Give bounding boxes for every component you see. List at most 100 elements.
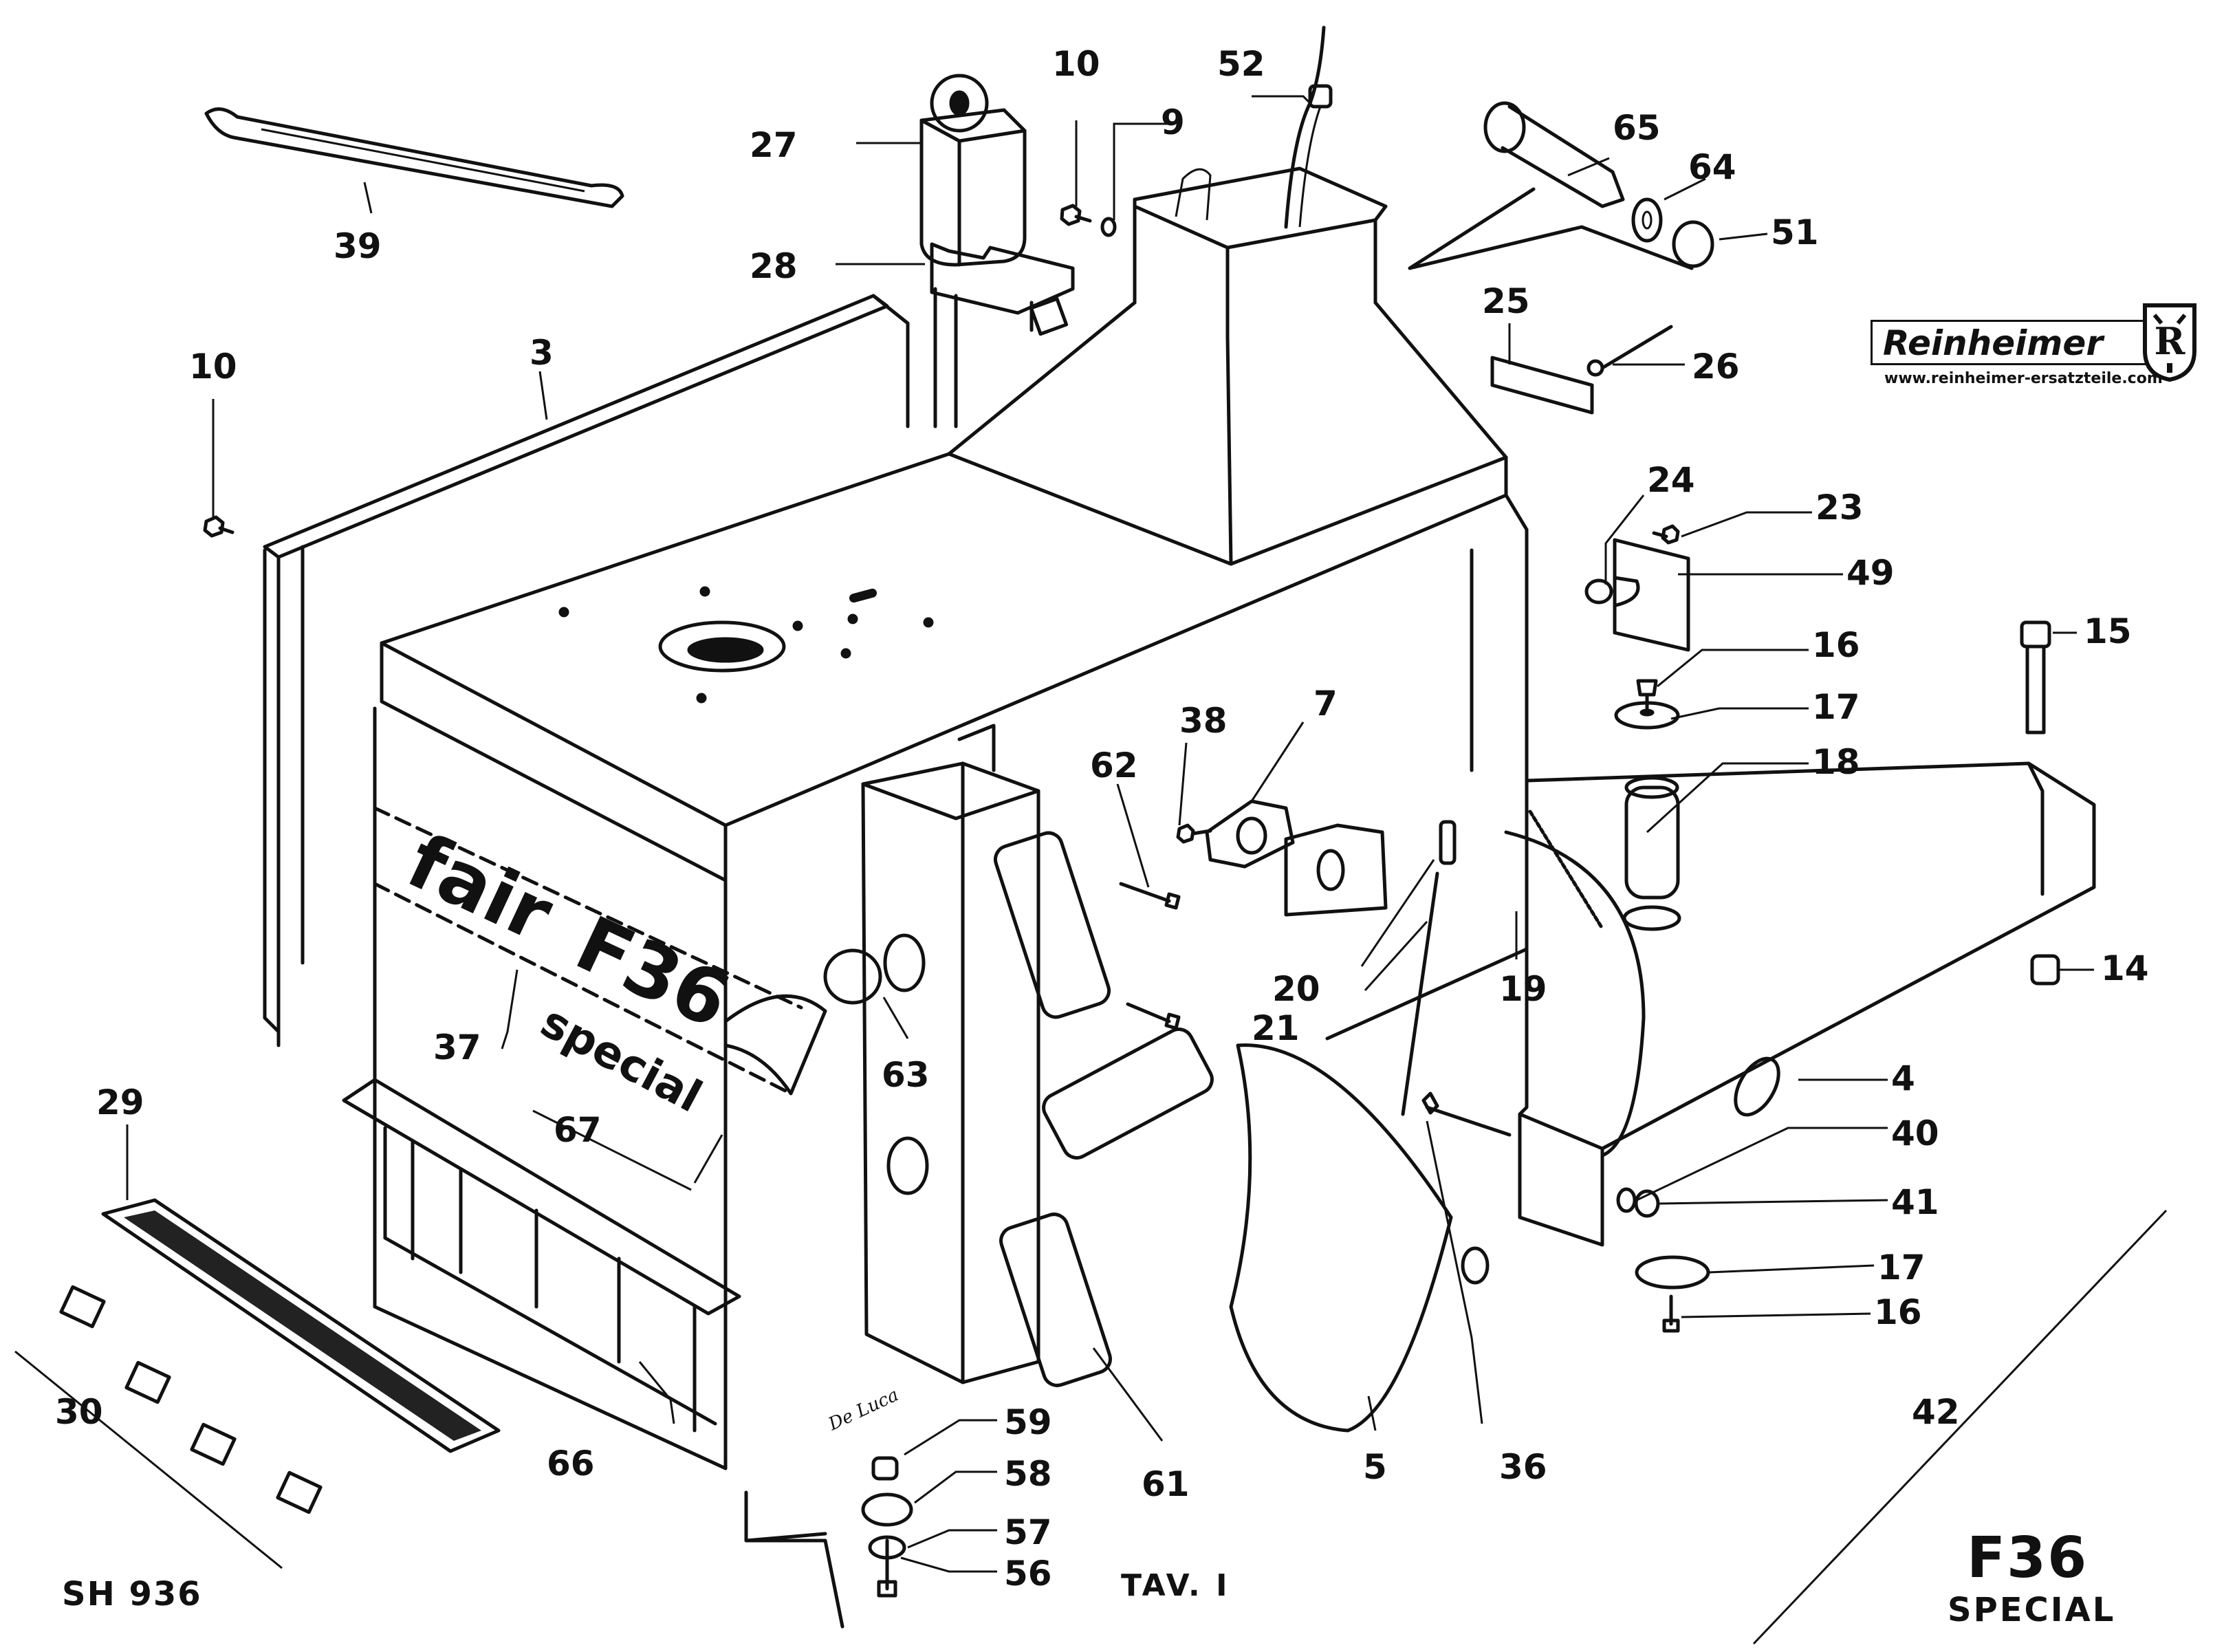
callout-7[interactable]: 7 — [1313, 684, 1338, 724]
part-16-screw-upper — [1636, 679, 1658, 714]
part-28-bracket — [930, 242, 1075, 428]
part-42-reference-line — [1752, 1209, 2168, 1645]
callout-37[interactable]: 37 — [433, 1028, 481, 1067]
callout-38[interactable]: 38 — [1179, 701, 1228, 741]
part-19-spring — [1528, 809, 1604, 931]
callouts: 39 27 28 10 9 52 65 64 51 25 26 10 3 24 … — [55, 44, 2149, 1594]
part-18-pivot-bushing — [1622, 776, 1681, 931]
part-49-cover-plate — [1613, 538, 1690, 652]
callout-63[interactable]: 63 — [882, 1055, 930, 1095]
part-9-washer — [1100, 217, 1117, 237]
callout-4[interactable]: 4 — [1891, 1058, 1915, 1098]
part-29-control-strip — [101, 1198, 501, 1453]
part-5-guard-plate — [1229, 1043, 1490, 1433]
callout-59[interactable]: 59 — [1004, 1402, 1052, 1442]
part-16-screw-lower — [1662, 1294, 1680, 1333]
callout-29[interactable]: 29 — [96, 1083, 144, 1122]
callout-51[interactable]: 51 — [1771, 213, 1819, 252]
callout-17-lower[interactable]: 17 — [1877, 1248, 1926, 1287]
callout-20[interactable]: 20 — [1272, 969, 1320, 1009]
column-hood — [947, 166, 1508, 566]
callout-10-left[interactable]: 10 — [189, 347, 237, 387]
callout-41[interactable]: 41 — [1891, 1182, 1939, 1222]
callout-39[interactable]: 39 — [334, 226, 382, 266]
sheet-code: SH 936 — [62, 1575, 202, 1613]
part-58-rubber-mount — [861, 1492, 913, 1527]
callout-18[interactable]: 18 — [1812, 742, 1860, 782]
callout-64[interactable]: 64 — [1688, 147, 1736, 187]
callout-9[interactable]: 9 — [1161, 102, 1185, 142]
callout-15[interactable]: 15 — [2084, 611, 2132, 651]
callout-17-upper[interactable]: 17 — [1812, 687, 1860, 727]
part-51-nut — [1672, 220, 1714, 268]
frame-foot-lines — [744, 1490, 844, 1629]
callout-42[interactable]: 42 — [1912, 1392, 1960, 1432]
part-62-screw — [1119, 882, 1181, 1030]
part-63-plug — [823, 933, 929, 1195]
model-subtitle: SPECIAL — [1948, 1591, 2116, 1629]
artist-signature: De Luca — [825, 1384, 902, 1435]
callout-61[interactable]: 61 — [1142, 1464, 1190, 1504]
brand-website[interactable]: www.reinheimer-ersatzteile.com — [1884, 370, 2163, 387]
callout-58[interactable]: 58 — [1004, 1454, 1052, 1494]
part-66-pedal-guard — [342, 1078, 741, 1433]
callout-52[interactable]: 52 — [1217, 44, 1265, 84]
brand-logo-frame — [1871, 320, 2170, 365]
shield-letter: R — [2155, 319, 2186, 363]
part-23-screw — [1652, 524, 1680, 545]
part-42-frame-line-upper — [1408, 187, 1694, 270]
part-56-screw — [877, 1539, 897, 1598]
callout-25[interactable]: 25 — [1482, 281, 1530, 321]
plate-reference: TAV. I — [1121, 1568, 1230, 1603]
callout-5[interactable]: 5 — [1363, 1447, 1387, 1487]
part-64-washer — [1631, 197, 1663, 243]
model-title: F36 — [1967, 1525, 2089, 1591]
callout-23[interactable]: 23 — [1816, 488, 1864, 528]
part-26-rivet — [1587, 325, 1673, 377]
callout-67[interactable]: 67 — [554, 1110, 602, 1150]
callout-16-lower[interactable]: 16 — [1874, 1292, 1922, 1332]
callout-26[interactable]: 26 — [1692, 347, 1740, 387]
part-3-side-panel — [263, 294, 910, 1047]
callout-62[interactable]: 62 — [1090, 746, 1138, 785]
part-38-screw — [1176, 823, 1212, 844]
callout-40[interactable]: 40 — [1891, 1113, 1939, 1153]
brand-logo: Reinheimer R — [1871, 303, 2228, 385]
part-61-pedal-pad — [993, 831, 1214, 1387]
callout-28[interactable]: 28 — [750, 246, 798, 286]
callout-49[interactable]: 49 — [1846, 553, 1895, 593]
main-cabinet — [373, 452, 1529, 1470]
callout-57[interactable]: 57 — [1004, 1512, 1052, 1552]
part-27-reservoir — [919, 74, 1027, 267]
part-36-bolt — [1421, 1091, 1512, 1137]
callout-14[interactable]: 14 — [2101, 948, 2149, 988]
shield-emblem-icon: R — [2143, 303, 2196, 382]
part-65-pin — [1483, 101, 1625, 208]
callout-21[interactable]: 21 — [1252, 1008, 1300, 1048]
callout-3[interactable]: 3 — [530, 333, 554, 373]
callout-65[interactable]: 65 — [1613, 108, 1661, 148]
callout-19[interactable]: 19 — [1499, 969, 1547, 1009]
callout-30[interactable]: 30 — [55, 1392, 103, 1432]
pedal-column — [861, 724, 1040, 1384]
part-21-rod — [1401, 871, 1439, 1116]
part-10-screw-left — [203, 515, 235, 538]
part-25-plate — [1490, 356, 1594, 415]
part-4-arm — [1504, 761, 2096, 1247]
callout-66[interactable]: 66 — [547, 1444, 595, 1483]
callout-10-top[interactable]: 10 — [1052, 44, 1100, 84]
part-30-control-labels — [14, 1285, 323, 1569]
part-59-nut — [871, 1456, 899, 1481]
part-52-cable — [1284, 25, 1333, 229]
leader-lines — [126, 95, 2094, 1573]
callout-56[interactable]: 56 — [1004, 1554, 1052, 1594]
part-24-nut — [1584, 578, 1613, 605]
part-10-screw-top — [1060, 204, 1092, 226]
part-7-flange — [1205, 799, 1388, 917]
callout-16-upper[interactable]: 16 — [1812, 625, 1860, 665]
callout-36[interactable]: 36 — [1499, 1447, 1547, 1487]
part-14-nut — [2030, 954, 2060, 986]
callout-27[interactable]: 27 — [750, 125, 798, 165]
callout-24[interactable]: 24 — [1647, 460, 1695, 500]
